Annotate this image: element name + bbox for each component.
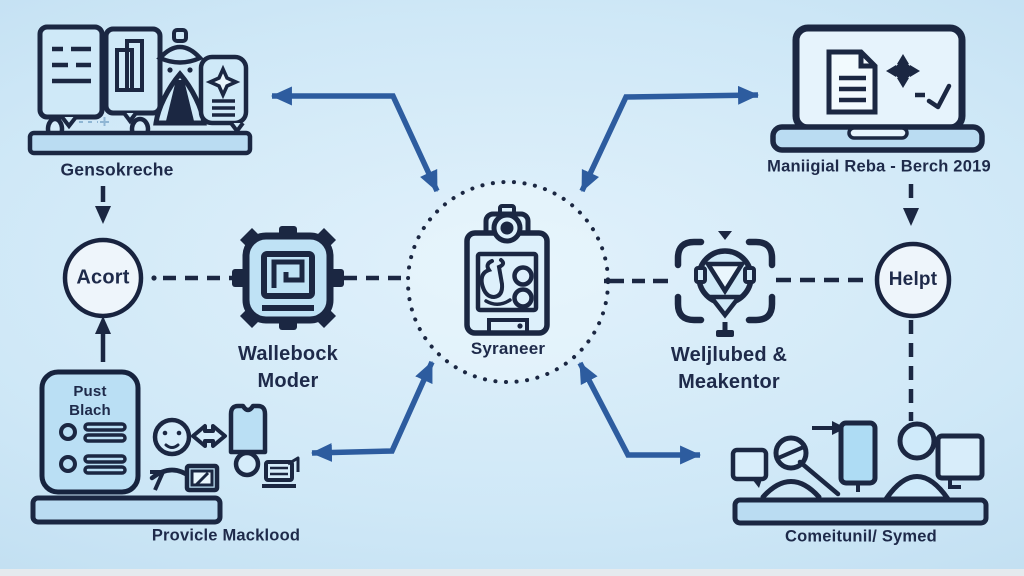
- speech-bubble-icon: [730, 447, 769, 488]
- vest-icon: [228, 403, 268, 478]
- swap-arrow-icon: [191, 424, 227, 448]
- tablet-icon: [838, 420, 878, 492]
- monitor-bubble-icon: [935, 433, 985, 489]
- laptop-icon: [770, 24, 985, 153]
- face-label-line1: Weljlubed &: [670, 344, 788, 366]
- list-card-icon: [39, 369, 141, 495]
- bottom-left-label: Provicle Macklood: [151, 526, 301, 545]
- camera-clipboard-icon: [464, 204, 550, 336]
- target-icon: [886, 54, 920, 88]
- arrow-topright-center: [579, 85, 760, 193]
- connector-label-to-acort: [95, 186, 111, 224]
- face-label: Weljlubed & Meakentor: [671, 342, 787, 396]
- top-right-node: [770, 24, 985, 153]
- bar-chart-tablet-icon: [103, 26, 163, 125]
- helpt-label: Helpt: [888, 269, 938, 290]
- helpt-circle: [874, 241, 952, 319]
- gear-label: Wallebock Moder: [238, 341, 338, 395]
- card-title-line1: Pust: [73, 383, 107, 400]
- bottom-right-label: Comeitunil/ Symed: [785, 527, 937, 546]
- top-left-node: [27, 24, 253, 156]
- platform-shelf: [27, 130, 253, 156]
- arrow-bottomleft-center: [310, 360, 435, 462]
- bottom-right-node: [730, 420, 989, 526]
- connector-arrows: [270, 85, 760, 465]
- arrow-topleft-center: [270, 86, 440, 193]
- card-title: Pust Blach: [69, 382, 111, 420]
- presenter-person-icon: [760, 435, 841, 500]
- printer-icon: [262, 456, 300, 488]
- arrow-bottomright-center: [577, 361, 702, 465]
- document-icon: [37, 24, 105, 130]
- center-node: [406, 180, 610, 384]
- connector-card-to-acort: [95, 316, 111, 362]
- bottom-left-node: [30, 369, 300, 525]
- top-right-label: Maniigial Reba - Berch 2019: [767, 157, 991, 176]
- trend-line-icon: [915, 83, 952, 110]
- platform-shelf: [30, 495, 223, 525]
- acort-label: Acort: [76, 266, 130, 289]
- navy-connectors: [95, 184, 919, 421]
- top-left-label: Gensokreche: [60, 159, 174, 180]
- document-icon: [826, 49, 878, 115]
- center-label: Syraneer: [470, 339, 546, 358]
- star-note-bubble-icon: [198, 54, 249, 135]
- acort-circle: [62, 237, 144, 319]
- bottom-edge-strip: [0, 569, 1024, 576]
- connector-laptop-to-helpt: [903, 184, 919, 226]
- gear-label-line2: Moder: [257, 370, 319, 392]
- gear-label-line1: Wallebock: [238, 343, 338, 365]
- tv-icon: [184, 463, 220, 493]
- card-title-line2: Blach: [69, 402, 111, 419]
- face-scan-icon: [674, 231, 776, 337]
- chess-piece-icon: [153, 28, 207, 126]
- face-label-line2: Meakentor: [678, 371, 780, 393]
- gear-chip-icon: [232, 226, 344, 330]
- platform-shelf: [732, 497, 989, 526]
